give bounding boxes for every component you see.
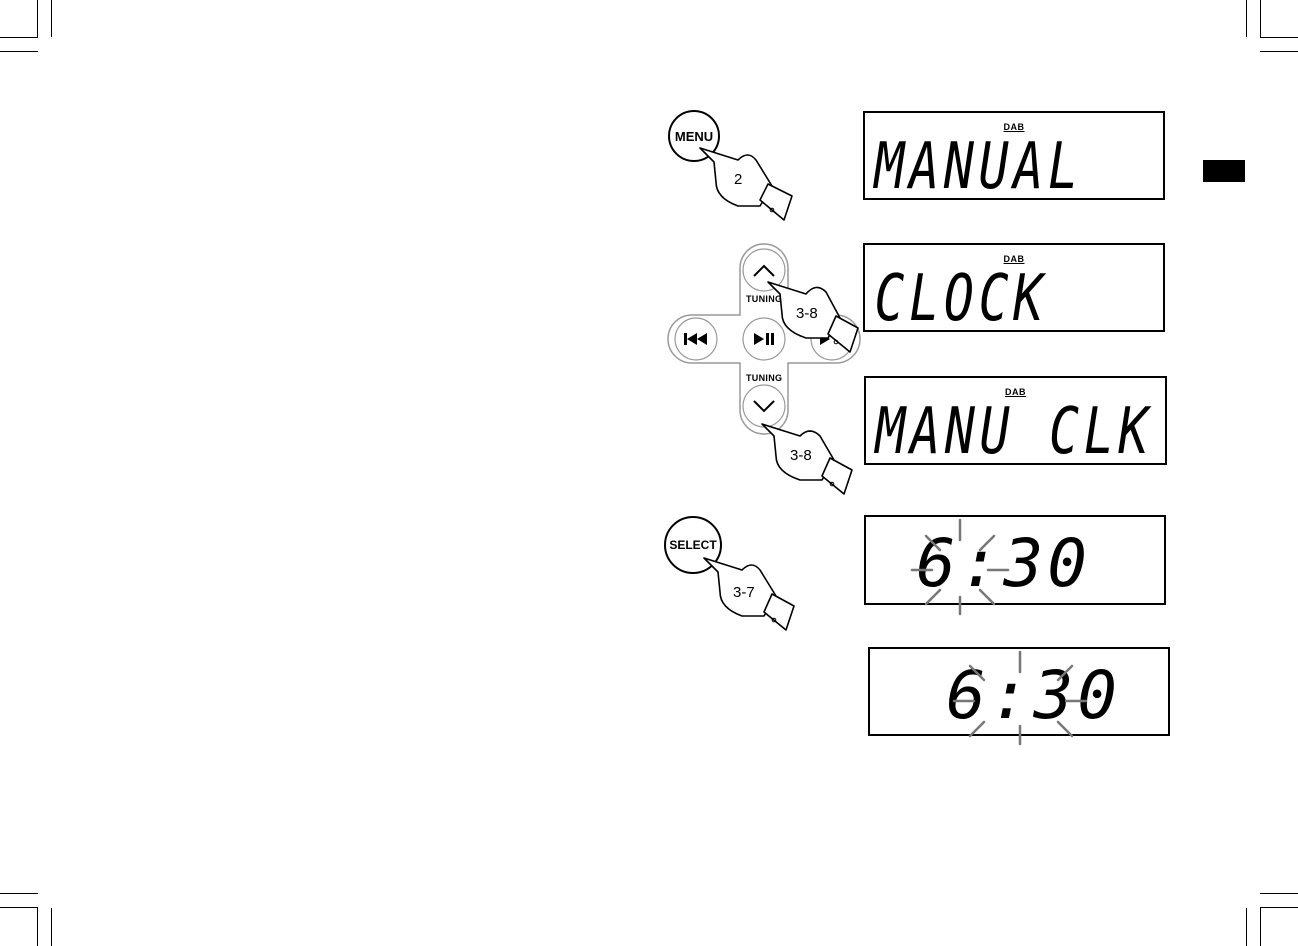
crop-mark bbox=[1260, 51, 1298, 52]
lcd-time: 6:30 bbox=[946, 657, 1121, 734]
crop-mark bbox=[1260, 908, 1261, 946]
lcd-text: MANUAL bbox=[874, 130, 1083, 204]
step-number: 3-8 bbox=[790, 447, 812, 464]
crop-mark bbox=[0, 907, 38, 908]
step-number: 3-7 bbox=[733, 584, 755, 601]
crop-mark bbox=[1260, 37, 1298, 38]
crop-mark bbox=[51, 908, 52, 946]
select-button[interactable]: SELECT bbox=[664, 516, 722, 574]
lcd-time: 6:30 bbox=[916, 525, 1091, 602]
menu-button[interactable]: MENU bbox=[668, 110, 720, 162]
crop-mark bbox=[0, 37, 38, 38]
tuning-up-label: TUNING bbox=[746, 294, 783, 304]
step-number: 2 bbox=[734, 171, 743, 188]
section-tab-marker bbox=[1203, 160, 1245, 182]
dab-badge: DAB bbox=[1005, 387, 1026, 397]
crop-mark bbox=[1246, 0, 1247, 37]
lcd-display: DAB MANU CLK bbox=[864, 376, 1167, 465]
tuning-down-label: TUNING bbox=[746, 373, 783, 383]
crop-mark bbox=[37, 908, 38, 946]
crop-mark bbox=[1260, 0, 1261, 37]
step-number: 3-8 bbox=[796, 305, 818, 322]
lcd-text: CLOCK bbox=[874, 262, 1049, 336]
dab-badge: DAB bbox=[1003, 254, 1025, 264]
crop-mark bbox=[1260, 893, 1298, 894]
crop-mark bbox=[0, 893, 38, 894]
crop-mark bbox=[1246, 908, 1247, 946]
crop-mark bbox=[1260, 907, 1298, 908]
lcd-display: DAB CLOCK bbox=[863, 243, 1165, 332]
menu-button-label: MENU bbox=[674, 128, 714, 144]
dab-badge: DAB bbox=[1003, 122, 1025, 132]
crop-mark bbox=[51, 0, 52, 37]
crop-mark bbox=[0, 51, 38, 52]
lcd-display: 6:30 bbox=[864, 515, 1166, 605]
lcd-display: DAB MANUAL bbox=[863, 111, 1165, 200]
crop-mark bbox=[37, 0, 38, 37]
select-button-label: SELECT bbox=[669, 538, 717, 552]
